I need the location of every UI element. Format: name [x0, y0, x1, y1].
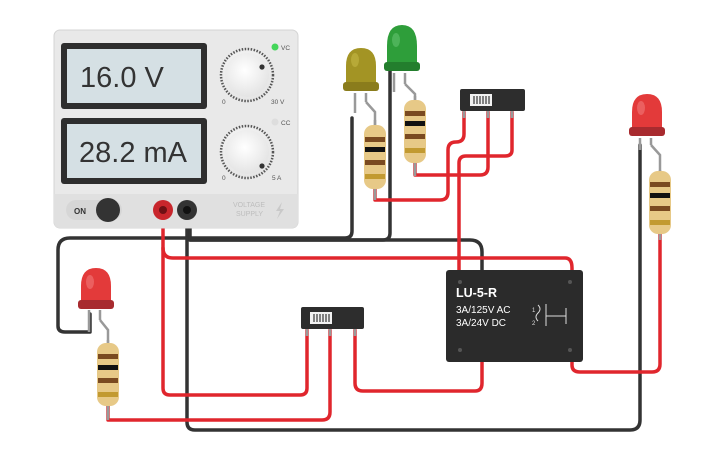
voltage-knob-pointer [259, 64, 265, 70]
relay-pin-label-1: 1 [532, 308, 536, 314]
resistor-yellow-led[interactable] [364, 120, 386, 200]
relay-rating-dc: 3A/24V DC [456, 318, 506, 329]
current-readout: 28.2 mA [79, 137, 188, 169]
resistor-green-led[interactable] [404, 96, 426, 176]
relay-lu-5-r[interactable]: LU-5-R 3A/125V AC 3A/24V DC 1 2 [446, 270, 583, 362]
red-wire-left-resistor-to-switch2[interactable] [106, 328, 332, 422]
relay-model-label: LU-5-R [456, 286, 497, 300]
resistor-red-led-right[interactable] [649, 170, 671, 240]
red-wire-switch2-to-relay[interactable] [353, 328, 484, 393]
red-wire-switch1-to-relay[interactable] [457, 110, 514, 274]
current-knob-max: 5 A [272, 175, 282, 182]
black-wire-bottom-loop[interactable] [185, 143, 642, 432]
brand-line-1: VOLTAGE [233, 202, 265, 209]
green-led[interactable] [384, 25, 420, 100]
resistor-red-led-left[interactable] [97, 340, 119, 420]
red-wire-relay-to-right-led[interactable] [570, 228, 662, 374]
cc-label: CC [281, 120, 291, 127]
red-wire-green-resistor-to-switch1[interactable] [413, 110, 490, 177]
current-knob-min: 0 [222, 175, 226, 182]
voltage-readout: 16.0 V [80, 62, 164, 94]
cv-indicator-light [271, 43, 279, 51]
power-switch-label: ON [74, 207, 86, 216]
cv-label: VC [281, 45, 290, 52]
relay-pin-label-2: 2 [532, 321, 536, 327]
wires [56, 68, 662, 432]
power-supply[interactable]: 16.0 V 28.2 mA VC CC 0 30 V 0 5 A [53, 29, 299, 229]
voltage-knob[interactable] [219, 47, 275, 103]
yellow-led[interactable] [343, 48, 379, 125]
red-wire-yellow-resistor-to-switch1[interactable] [373, 110, 466, 202]
slide-switch-bottom[interactable] [301, 307, 364, 336]
current-display: 28.2 mA [61, 118, 207, 184]
current-knob-pointer [259, 163, 265, 169]
brand-line-2: SUPPLY [236, 211, 263, 218]
relay-schematic-icon [535, 304, 567, 326]
slide-switch-top[interactable] [460, 89, 525, 118]
red-wire-psu-to-switch2[interactable] [161, 246, 309, 397]
power-switch[interactable]: ON [66, 198, 122, 222]
black-wire-psu-to-relay[interactable] [188, 238, 484, 272]
lightning-icon [276, 202, 284, 219]
voltage-knob-max: 30 V [271, 99, 285, 106]
cc-indicator-light [271, 118, 279, 126]
voltage-display: 16.0 V [61, 43, 207, 109]
relay-rating-ac: 3A/125V AC [456, 305, 510, 316]
current-knob[interactable] [219, 124, 275, 180]
negative-terminal[interactable] [177, 200, 197, 220]
voltage-knob-min: 0 [222, 99, 226, 106]
black-wire-psu-to-yellow-led[interactable] [185, 116, 354, 240]
positive-terminal[interactable] [153, 200, 173, 220]
red-led-right[interactable] [629, 94, 665, 175]
black-wire-psu-to-left-led[interactable] [56, 236, 189, 334]
